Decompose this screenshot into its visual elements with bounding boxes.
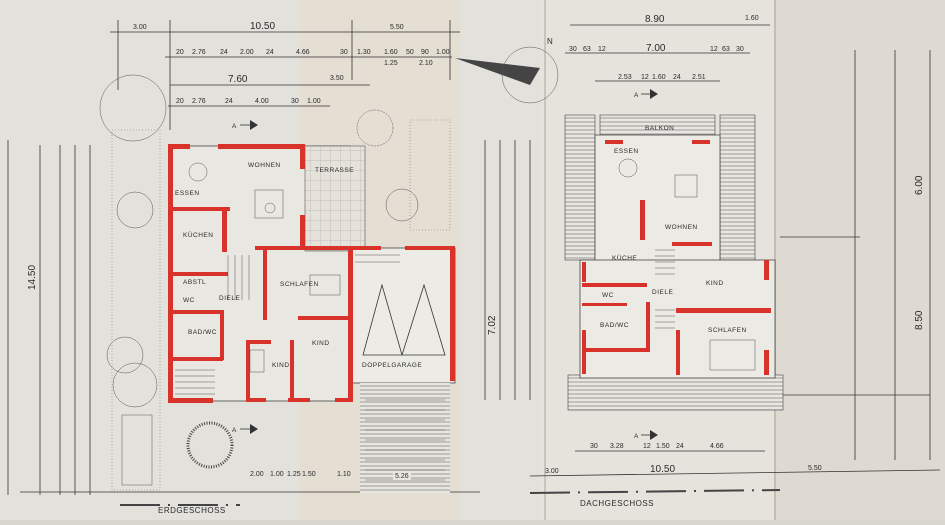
attic-room-kind: KIND [706, 280, 724, 287]
attic-room-wohnen: WOHNEN [665, 224, 698, 231]
dim-right-lower: 8.50 [914, 310, 925, 330]
section-marker-a: A A [232, 120, 258, 434]
dim-sub: 30 [291, 98, 299, 105]
room-label-kuechen: KÜCHEN [183, 231, 213, 239]
dim-inner: 7.60 [228, 74, 248, 85]
dim-sub: 63 [722, 46, 730, 53]
dim-sub: 1.30 [357, 49, 371, 56]
dim-bottom: 1.25 [287, 471, 301, 478]
attic-room-essen: ESSEN [614, 148, 639, 155]
attic-floor-plan: BALKON ESSEN WOHNEN KÜCHE DIELE WC BAD/W… [529, 89, 784, 508]
attic-room-schlafen: SCHLAFEN [708, 327, 747, 334]
dim-center-total: 7.02 [487, 315, 498, 335]
ground-floor-dimensions: 3.00 10.50 5.50 20 2.76 24 2.00 24 4.66 … [7, 20, 480, 495]
room-label-bad-wc: BAD/WC [188, 329, 217, 336]
ground-floor-plan: 5.26 ESSEN WOHNEN TERRASSE KÜCHEN ABSTL … [120, 120, 456, 515]
dim-sub: 2.76 [192, 49, 206, 56]
dim-sub: 2.10 [419, 60, 433, 67]
ground-floor-title: ERDGESCHOSS [158, 506, 226, 515]
dim-sub: 1.60 [652, 74, 666, 81]
room-label-diele: DIELE [219, 295, 240, 302]
dim-bottom: 1.00 [270, 471, 284, 478]
room-label-wc: WC [183, 297, 195, 304]
attic-room-bad-wc: BAD/WC [600, 322, 629, 329]
section-marker-label: A [232, 427, 237, 434]
dim-sub: 2.76 [192, 98, 206, 105]
dim-sub: 30 [340, 49, 348, 56]
dim-sub: 90 [421, 49, 429, 56]
dim-bottom: 5.26 [395, 473, 409, 480]
dim-sub: 24 [676, 443, 684, 450]
dim-bottom-right: 5.50 [808, 465, 822, 472]
dim-sub: 3.28 [610, 443, 624, 450]
dim-left-total: 14.50 [27, 265, 38, 290]
attic-section-marker-a: A A [634, 89, 658, 440]
dim-sub: 1.25 [384, 60, 398, 67]
dim-attic-right: 1.60 [745, 15, 759, 22]
attic-dimensions: 8.90 1.60 7.00 30 63 12 12 63 30 2.53 12… [529, 14, 941, 477]
dim-sub: 12 [598, 46, 606, 53]
dim-right-upper: 6.00 [914, 175, 925, 195]
dim-bottom-left: 3.00 [545, 468, 559, 475]
dim-sub: 4.66 [710, 443, 724, 450]
dim-sub: 30 [590, 443, 598, 450]
dim-sub: 4.66 [296, 49, 310, 56]
dim-sub: 24 [220, 49, 228, 56]
room-label-wohnen: WOHNEN [248, 162, 281, 169]
dim-sub: 2.00 [240, 49, 254, 56]
section-marker-label: A [634, 92, 639, 99]
dim-inner-right: 3.50 [330, 75, 344, 82]
dim-sub: 24 [673, 74, 681, 81]
dim-sub: 4.00 [255, 98, 269, 105]
dim-sub: 1.00 [307, 98, 321, 105]
dim-sub: 2.51 [692, 74, 706, 81]
dim-top-left: 3.00 [133, 24, 147, 31]
room-label-schlafen: SCHLAFEN [280, 281, 319, 288]
dim-bottom: 1.50 [302, 471, 316, 478]
room-label-terrasse: TERRASSE [315, 167, 354, 174]
dim-sub: 1.00 [436, 49, 450, 56]
dim-sub: 63 [583, 46, 591, 53]
north-label: N [547, 37, 553, 46]
attic-floor-title: DACHGESCHOSS [580, 499, 654, 508]
dim-sub: 30 [736, 46, 744, 53]
dim-bottom: 1.10 [337, 471, 351, 478]
room-label-abstell: ABSTL [183, 279, 206, 286]
room-label-kind-1: KIND [312, 340, 330, 347]
dim-sub: 1.60 [384, 49, 398, 56]
room-label-essen: ESSEN [175, 190, 200, 197]
dim-attic-total: 8.90 [645, 14, 665, 25]
room-label-kind-2: KIND [272, 362, 290, 369]
dim-sub: 24 [266, 49, 274, 56]
garden [99, 74, 451, 491]
section-marker-label: A [232, 123, 237, 130]
attic-room-wc: WC [602, 292, 614, 299]
center-dimensions: 7.02 [484, 140, 531, 400]
dim-bottom: 2.00 [250, 471, 264, 478]
dim-sub: 20 [176, 49, 184, 56]
dim-sub: 30 [569, 46, 577, 53]
dim-top-total: 10.50 [250, 21, 275, 32]
dim-sub: 12 [643, 443, 651, 450]
dim-sub: 50 [406, 49, 414, 56]
north-arrow-icon: N [455, 37, 559, 104]
dim-attic-inner: 7.00 [646, 43, 666, 54]
dim-sub: 1.50 [656, 443, 670, 450]
attic-room-balkon: BALKON [645, 125, 674, 132]
dim-sub: 12 [710, 46, 718, 53]
dim-bottom-total: 10.50 [650, 464, 675, 475]
dim-sub: 20 [176, 98, 184, 105]
attic-room-diele: DIELE [652, 289, 673, 296]
dim-sub: 12 [641, 74, 649, 81]
dim-sub: 24 [225, 98, 233, 105]
room-label-garage: DOPPELGARAGE [362, 362, 422, 369]
dim-top-right: 5.50 [390, 24, 404, 31]
attic-room-kueche: KÜCHE [612, 254, 637, 262]
section-marker-label: A [634, 433, 639, 440]
dim-sub: 2.53 [618, 74, 632, 81]
